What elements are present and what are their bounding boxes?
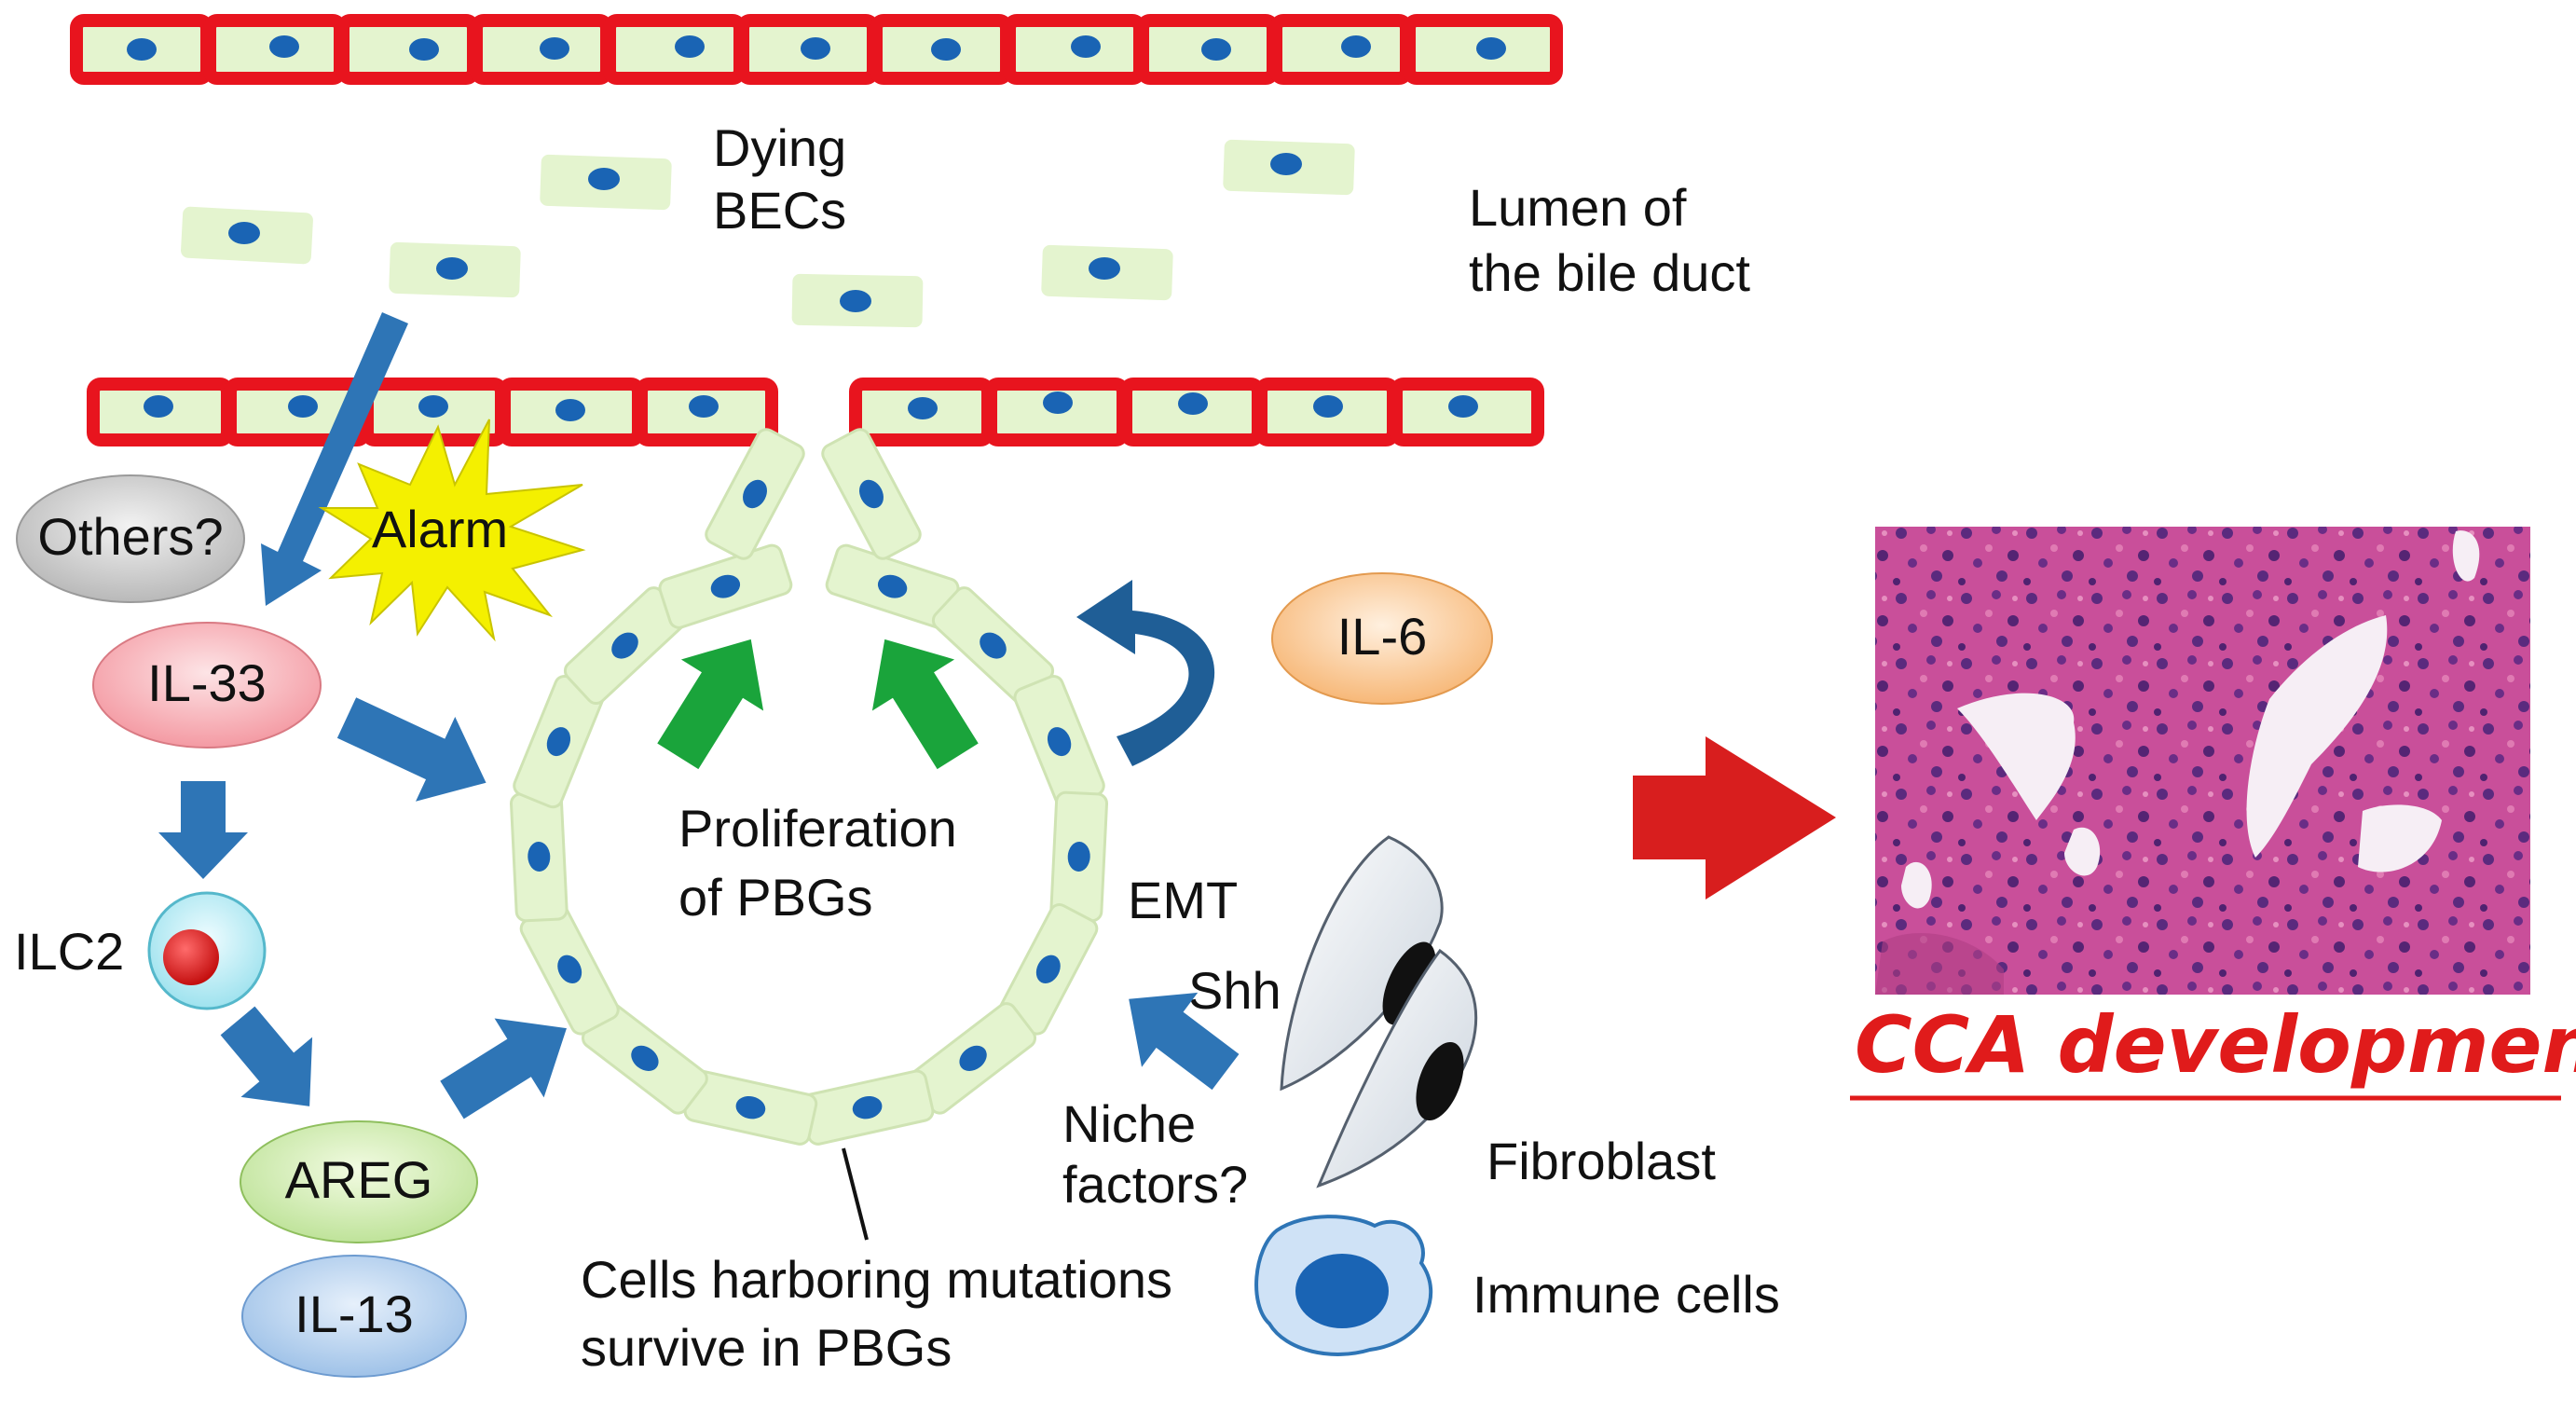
pbg-cell [581,1002,708,1115]
bec-cell [70,14,213,85]
immune-label: Immune cells [1473,1265,1780,1324]
pbg-neck-cell [705,428,805,560]
bile-duct-top-row [70,14,1563,85]
bec-cell [1003,14,1146,85]
pbg-cell [509,790,569,923]
niche-label-line1: Niche [1062,1094,1196,1153]
pbg-cell [1013,674,1105,809]
alarm-label: Alarm [372,500,508,558]
dying-bec-cell [540,154,672,211]
immune-cell-icon [1254,1215,1433,1356]
arrow-bec-to-il33 [261,312,408,606]
arrow-il33-to-ilc2 [158,781,248,879]
bec-cell [984,378,1130,446]
bec-cell [87,378,234,446]
dying-bec-cell [1223,139,1355,196]
dying-becs-label-line1: Dying [713,118,846,177]
bec-cell [870,14,1013,85]
bile-duct-bottom-row [87,378,1544,446]
il6-oval: IL-6 [1271,572,1493,705]
mutations-label-line2: survive in PBGs [581,1318,952,1377]
pbg-cell [1049,790,1109,923]
il13-oval: IL-13 [241,1255,467,1378]
others-label: Others? [37,507,223,566]
il6-curved-arrow [1076,580,1215,766]
bec-cell [1119,378,1265,446]
bec-cell [1136,14,1280,85]
bec-cell [849,378,994,446]
bec-cell [203,14,347,85]
dying-becs-label-line2: BECs [713,181,846,240]
shh-label: Shh [1188,961,1281,1020]
il6-label: IL-6 [1337,607,1428,666]
alarm-burst: Alarm [318,419,586,642]
lumen-label-line2: the bile duct [1469,243,1750,302]
mutations-label-line1: Cells harboring mutations [581,1250,1172,1309]
il33-label: IL-33 [147,653,267,712]
others-oval: Others? [16,474,245,603]
emt-label: EMT [1128,871,1238,929]
dying-bec-cell [181,206,313,265]
fibroblast-cell-icon [1280,835,1478,1188]
areg-label: AREG [285,1150,433,1209]
bec-cell [1254,378,1400,446]
bec-cell [736,14,880,85]
bec-cell [470,14,613,85]
mutation-pointer-line [842,1147,869,1241]
proliferation-label-line2: of PBGs [678,868,873,927]
peribiliary-gland [509,428,1109,1146]
arrow-to-cca [1633,736,1836,900]
arrow-ilc2-to-areg [220,1006,313,1106]
bec-cell [1403,14,1563,85]
pbg-cell [800,1069,935,1146]
green-arrow-right [871,639,979,770]
bec-cell [1390,378,1544,446]
arrow-areg-to-pbg [440,1018,567,1119]
bec-cell [361,378,508,446]
bec-cell [635,378,778,446]
histology-image [1875,527,2530,995]
bec-cell [603,14,747,85]
pbg-cell [998,903,1099,1036]
arrow-fibroblast-to-pbg [1129,992,1240,1091]
il13-label: IL-13 [295,1284,414,1343]
lumen-label-line1: Lumen of [1469,178,1687,237]
ilc2-label: ILC2 [14,922,124,981]
pbg-cell [683,1069,818,1146]
dying-becs [181,139,1355,328]
pbg-cell [658,543,793,629]
dying-bec-cell [389,241,521,298]
cca-development-label: CCA development [1855,999,2576,1091]
il33-oval: IL-33 [92,622,322,749]
green-arrow-left [657,639,764,770]
dying-bec-cell [791,273,924,328]
fibroblast-label: Fibroblast [1487,1132,1716,1190]
arrow-il33-to-pbg [336,697,486,802]
pbg-neck-cell [821,428,922,560]
bec-cell [336,14,480,85]
dying-bec-cell [1041,244,1173,301]
bec-cell [1269,14,1413,85]
areg-oval: AREG [240,1120,478,1243]
pbg-cell [563,586,687,706]
ilc2-cell [147,891,267,1010]
proliferation-label-line1: Proliferation [678,799,957,858]
bec-cell [498,378,645,446]
niche-label-line2: factors? [1062,1155,1248,1214]
